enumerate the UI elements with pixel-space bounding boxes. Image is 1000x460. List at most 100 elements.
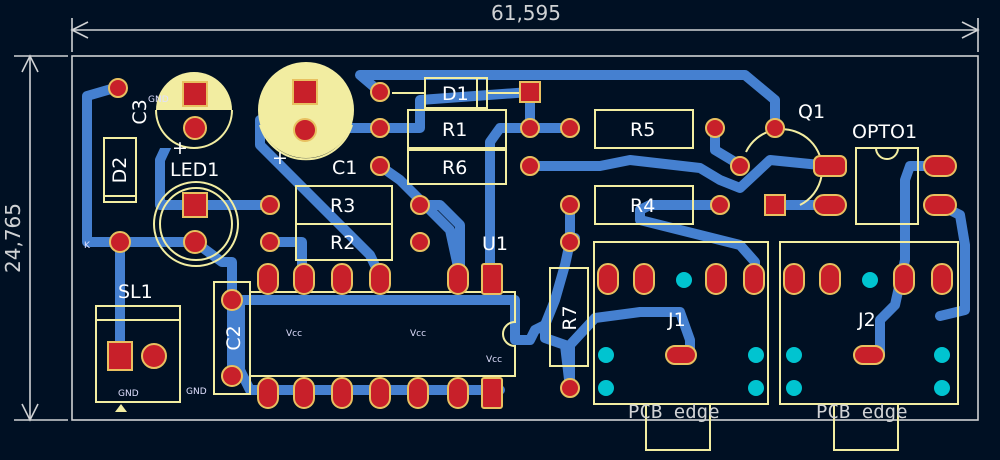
r2-pad-1[interactable] [260, 232, 280, 252]
d2-cathode-mark: K [84, 241, 91, 251]
net-label-gnd-2: GND [186, 387, 207, 397]
j1-pad-5[interactable] [665, 345, 697, 365]
r2-pad-2[interactable] [410, 232, 430, 252]
net-label-vcc-3: Vcc [486, 355, 502, 365]
silkscreen-layer: + C3 + C1 D1 R1 R6 R5 R4 R3 R2 R7 [84, 62, 959, 451]
j2-pcb-edge-label: PCB edge [816, 401, 908, 423]
sl1-pad-2[interactable] [141, 343, 167, 369]
u1-outline [249, 291, 516, 377]
r1-pad-1[interactable] [370, 118, 390, 138]
c2-pad-2[interactable] [221, 365, 243, 387]
c1-reference: C1 [332, 157, 357, 179]
j2-reference: J2 [857, 309, 876, 331]
j2-pad-5[interactable] [853, 345, 885, 365]
j2-drill-2 [786, 347, 802, 363]
sl1-outline [95, 305, 181, 403]
c1-polarity-mark: + [272, 147, 288, 169]
j1-drill-1 [676, 272, 692, 288]
j2-pad-4[interactable] [931, 263, 953, 295]
r4-outline [594, 185, 694, 225]
opto1-pad-3[interactable] [923, 194, 957, 216]
r7-pad-1[interactable] [560, 232, 580, 252]
c3-polarity-mark: + [172, 137, 188, 159]
u1-pin-10[interactable] [293, 377, 315, 409]
u1-pin-11[interactable] [331, 377, 353, 409]
led1-pad-2[interactable] [183, 230, 207, 254]
j1-drill-2 [598, 347, 614, 363]
opto1-pad-1[interactable] [813, 155, 847, 177]
j1-pad-4[interactable] [743, 263, 765, 295]
r5-pad-1[interactable] [560, 118, 580, 138]
u1-pin-3[interactable] [481, 263, 503, 295]
u1-pin-4[interactable] [447, 263, 469, 295]
r3-pad-1[interactable] [260, 195, 280, 215]
d1-pad-2[interactable] [519, 81, 541, 103]
q1-pad-2[interactable] [730, 156, 750, 176]
u1-pin-8[interactable] [257, 263, 279, 295]
r3-pad-2[interactable] [410, 195, 430, 215]
q1-pad-3[interactable] [764, 194, 786, 216]
d2-pad-2[interactable] [109, 231, 131, 253]
opto1-pad-2[interactable] [813, 194, 847, 216]
net-label-vcc-2: Vcc [410, 329, 426, 339]
r2-outline [295, 223, 393, 261]
q1-outline [745, 128, 824, 206]
u1-pin-1[interactable] [481, 377, 503, 409]
net-label-gnd-3: GND [148, 95, 169, 105]
r5-pad-2[interactable] [705, 118, 725, 138]
j1-drill-4 [598, 380, 614, 396]
c3-pad-1[interactable] [182, 81, 208, 107]
r7-pad-2[interactable] [560, 378, 580, 398]
pads-layer [107, 78, 957, 409]
c1-pad-2[interactable] [293, 118, 317, 142]
u1-pin-9[interactable] [257, 377, 279, 409]
u1-pin-13[interactable] [407, 377, 429, 409]
j2-pad-2[interactable] [819, 263, 841, 295]
q1-reference: Q1 [798, 101, 825, 123]
c1-pad-1[interactable] [292, 79, 318, 105]
u1-reference: U1 [482, 233, 508, 255]
u1-pin-6[interactable] [331, 263, 353, 295]
opto1-pad-4[interactable] [923, 155, 957, 177]
r1-pad-2[interactable] [520, 118, 540, 138]
j2-pad-3[interactable] [893, 263, 915, 295]
r1-outline [407, 109, 507, 149]
r4-pad-2[interactable] [710, 195, 730, 215]
d1-pad-1[interactable] [370, 82, 390, 102]
opto1-outline [855, 147, 919, 225]
r1-reference: R1 [442, 119, 467, 141]
j2-drill-1 [862, 272, 878, 288]
led1-pad-1[interactable] [182, 192, 208, 218]
j2-pad-1[interactable] [783, 263, 805, 295]
sl1-reference: SL1 [118, 281, 153, 303]
j2-drill-3 [934, 347, 950, 363]
r6-pad-2[interactable] [520, 156, 540, 176]
r7-reference: R7 [559, 305, 581, 330]
u1-pin-5[interactable] [369, 263, 391, 295]
board-outline [71, 55, 979, 421]
c3-pad-2[interactable] [183, 116, 207, 140]
q1-pad-1[interactable] [765, 118, 785, 138]
d2-reference: D2 [109, 157, 131, 184]
j1-pcb-edge-label: PCB edge [628, 401, 720, 423]
net-label-vcc-1: Vcc [286, 329, 302, 339]
net-label-gnd-1: GND [118, 389, 139, 399]
j1-pad-3[interactable] [705, 263, 727, 295]
j1-pad-2[interactable] [633, 263, 655, 295]
u1-pin-7[interactable] [293, 263, 315, 295]
j1-drill-3 [748, 347, 764, 363]
sl1-pad-1[interactable] [107, 341, 133, 371]
r4-reference: R4 [630, 195, 655, 217]
d2-outline [103, 137, 137, 203]
u1-pin-14[interactable] [447, 377, 469, 409]
led1-reference: LED1 [170, 159, 219, 181]
u1-pin-12[interactable] [369, 377, 391, 409]
d2-pad-1[interactable] [108, 78, 128, 98]
r5-reference: R5 [630, 119, 655, 141]
r6-pad-1[interactable] [370, 156, 390, 176]
j1-reference: J1 [667, 309, 686, 331]
j1-pad-1[interactable] [597, 263, 619, 295]
c2-pad-1[interactable] [221, 289, 243, 311]
r4-pad-1[interactable] [560, 195, 580, 215]
